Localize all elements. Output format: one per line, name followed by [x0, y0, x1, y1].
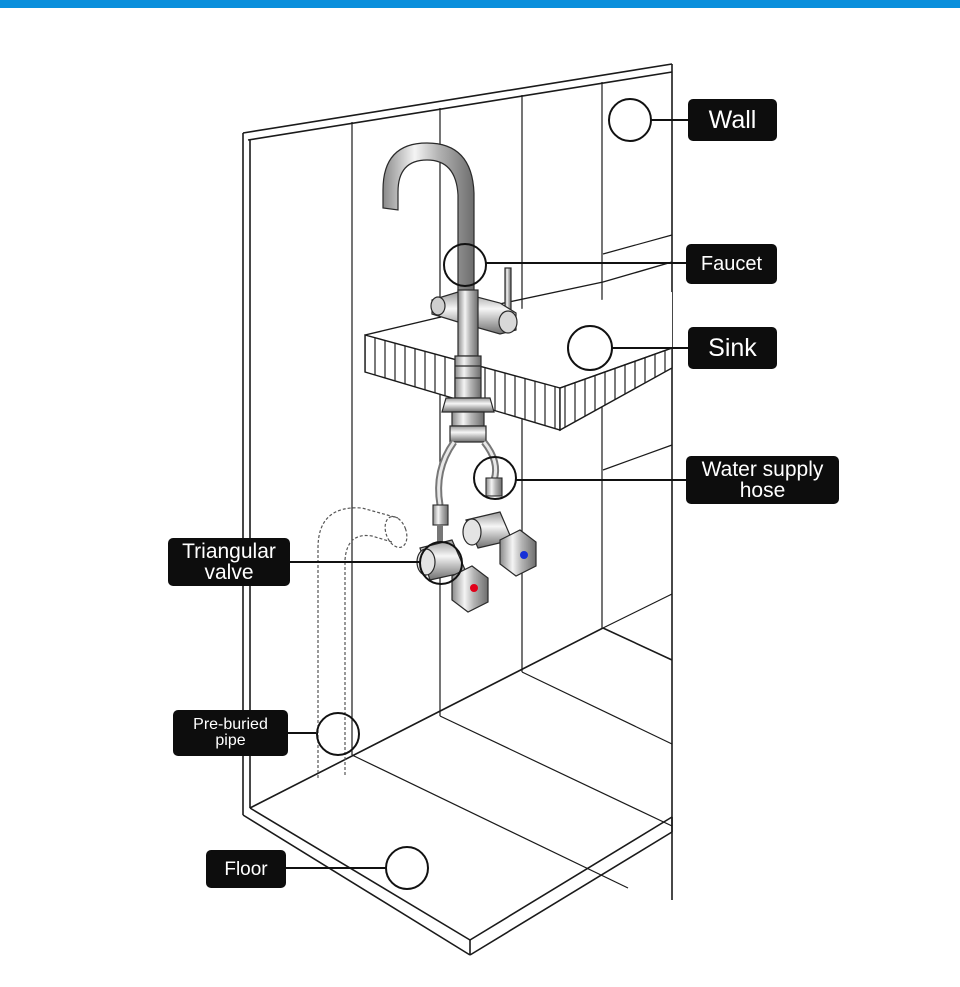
wall-label-text: Wall [708, 105, 757, 134]
valve-label: Triangular valve [168, 538, 290, 586]
pre-buried-pipe [317, 507, 408, 778]
water-supply-hoses [432, 439, 503, 545]
wall-label: Wall [688, 99, 777, 141]
sink-callout-circle [567, 325, 613, 371]
sink-label: Sink [688, 327, 777, 369]
sink-slab [364, 261, 673, 432]
pipe-callout-circle [316, 712, 360, 756]
faucet-label: Faucet [686, 244, 777, 284]
pipe-label: Pre-buried pipe [173, 710, 288, 756]
triangular-valves [416, 511, 537, 613]
pipe-label-line2: pipe [215, 732, 246, 749]
floor-callout-circle [385, 846, 429, 890]
hose-callout-circle [473, 456, 517, 500]
floor-structure [242, 627, 673, 956]
faucet-illustration [382, 142, 518, 443]
top-accent-bar [0, 0, 960, 8]
valve-label-line1: Triangular [182, 540, 276, 563]
valve-label-line2: valve [204, 561, 254, 584]
wall-callout-circle [608, 98, 652, 142]
wall-structure [242, 63, 673, 900]
valve-callout-circle [419, 541, 463, 585]
callouts [286, 98, 688, 890]
hose-label-line2: hose [739, 479, 786, 502]
hose-label: Water supply hose [686, 456, 839, 504]
faucet-callout-circle [443, 243, 487, 287]
pipe-label-line1: Pre-buried [193, 716, 268, 733]
hose-label-line1: Water supply [701, 458, 824, 481]
floor-label: Floor [206, 850, 286, 888]
sink-label-text: Sink [708, 333, 757, 362]
floor-label-text: Floor [224, 858, 268, 880]
faucet-label-text: Faucet [700, 253, 763, 275]
